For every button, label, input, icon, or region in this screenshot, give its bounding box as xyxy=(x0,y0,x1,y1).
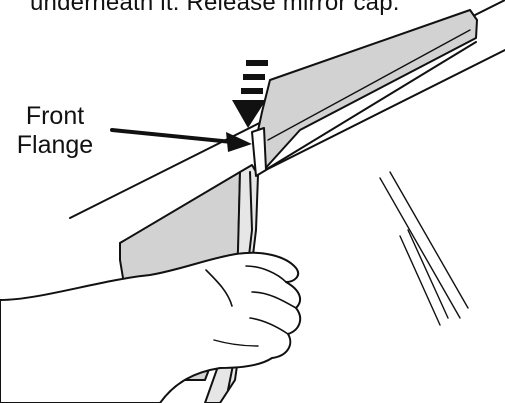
push-arrow-dash-2 xyxy=(243,74,265,80)
finger-line-3 xyxy=(249,317,289,335)
glass-reflection-2 xyxy=(389,171,469,309)
front-flange-label: Front Flange xyxy=(10,102,100,160)
flange-callout-arrow-shaft xyxy=(110,128,234,144)
hand-arm-outline xyxy=(0,251,302,403)
finger-line-1 xyxy=(245,265,287,283)
palm-line xyxy=(213,339,259,347)
flange-callout-arrowhead xyxy=(226,132,252,152)
push-arrow-head xyxy=(232,100,266,128)
front-flange-label-line2: Flange xyxy=(16,131,94,159)
thumb-line xyxy=(205,269,233,307)
glass-reflection-4 xyxy=(407,229,449,319)
mirror-cap-crease xyxy=(267,29,471,141)
push-arrow-dash-3 xyxy=(241,88,263,94)
front-flange-tab xyxy=(251,127,267,177)
front-flange-label-line1: Front xyxy=(25,102,85,130)
glass-reflection-1 xyxy=(379,177,461,319)
mirror-cap-bottom-edge xyxy=(261,41,477,173)
push-arrow-dash-1 xyxy=(246,60,268,66)
glass-reflection-3 xyxy=(399,235,441,326)
instruction-caption: underneath it. Release mirror cap. xyxy=(30,0,400,16)
finger-line-2 xyxy=(251,291,297,309)
mirror-cap xyxy=(255,9,478,173)
